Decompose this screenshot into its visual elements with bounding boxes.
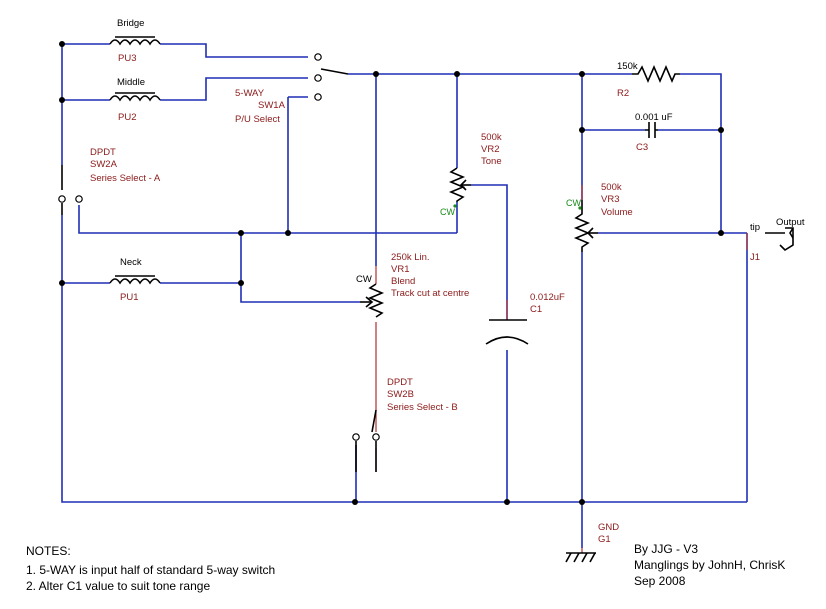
ground-symbol: GND G1 <box>565 522 619 563</box>
pickup-middle-ref: PU2 <box>118 112 136 123</box>
vr1-label-1: 250k Lin. <box>391 252 430 263</box>
sw2a-label-2: SW2A <box>90 159 118 170</box>
c1-ref: C1 <box>530 304 542 315</box>
jack-title: Output <box>776 217 805 228</box>
vr2-label-3: Tone <box>481 156 502 167</box>
credits-line-2: Manglings by JohnH, ChrisK <box>634 558 785 572</box>
ground-label-1: GND <box>598 522 619 533</box>
pot-vr2: CW 500k VR2 Tone <box>440 132 502 217</box>
notes: NOTES: 1. 5-WAY is input half of standar… <box>26 544 275 593</box>
vr3-label-1: 500k <box>601 182 622 193</box>
r2-ref: R2 <box>617 88 629 99</box>
vr2-cw: CW <box>440 207 455 217</box>
pot-vr1: CW 250k Lin. VR1 Blend Track cut at cent… <box>356 252 469 318</box>
notes-title: NOTES: <box>26 544 71 558</box>
wires <box>61 43 748 548</box>
pickup-bridge-ref: PU3 <box>118 53 136 64</box>
sw1a-label-3: P/U Select <box>235 114 280 125</box>
pot-vr3: CW 500k VR3 Volume <box>566 182 633 252</box>
capacitor-c1: 0.012uF C1 <box>485 292 565 345</box>
credits: By JJG - V3 Manglings by JohnH, ChrisK S… <box>634 542 785 588</box>
sw2b-label-1: DPDT <box>387 377 413 388</box>
sw2b-label-3: Series Select - B <box>387 402 458 413</box>
component-leads <box>375 185 748 553</box>
vr2-label-2: VR2 <box>481 144 499 155</box>
switch-sw2a: DPDT SW2A Series Select - A <box>58 147 161 215</box>
vr1-label-4: Track cut at centre <box>391 288 469 299</box>
vr3-label-2: VR3 <box>601 194 619 205</box>
jack-ref: J1 <box>750 252 760 263</box>
junctions <box>59 41 724 505</box>
vr2-label-1: 500k <box>481 132 502 143</box>
sw2a-label-1: DPDT <box>90 147 116 158</box>
pickup-neck-name: Neck <box>120 257 142 268</box>
pickup-bridge-name: Bridge <box>117 18 144 29</box>
c1-value: 0.012uF <box>530 292 565 303</box>
output-jack: tip Output J1 <box>750 217 805 263</box>
vr3-cw: CW <box>566 198 581 208</box>
pickup-neck: Neck PU1 <box>109 257 161 303</box>
credits-line-1: By JJG - V3 <box>634 542 698 556</box>
note-item: 1. 5-WAY is input half of standard 5-way… <box>26 563 275 577</box>
switch-sw1a: 5-WAY SW1A P/U Select <box>235 53 349 125</box>
credits-line-3: Sep 2008 <box>634 574 686 588</box>
vr3-label-3: Volume <box>601 207 633 218</box>
switch-sw2b: DPDT SW2B Series Select - B <box>352 377 458 472</box>
capacitor-c3: 0.001 uF C3 <box>635 112 673 153</box>
pickup-neck-ref: PU1 <box>120 292 138 303</box>
c3-ref: C3 <box>636 142 648 153</box>
sw2a-label-3: Series Select - A <box>90 173 161 184</box>
sw2b-label-2: SW2B <box>387 389 414 400</box>
sw1a-label-1: 5-WAY <box>235 88 265 99</box>
vr1-cw: CW <box>356 274 372 285</box>
sw1a-label-2: SW1A <box>258 100 286 111</box>
ground-label-2: G1 <box>598 534 611 545</box>
jack-tip: tip <box>750 222 760 233</box>
note-item: 2. Alter C1 value to suit tone range <box>26 579 210 593</box>
pickup-middle: Middle PU2 <box>109 77 161 123</box>
pickup-middle-name: Middle <box>117 77 145 88</box>
vr1-label-2: VR1 <box>391 264 409 275</box>
vr1-label-3: Blend <box>391 276 415 287</box>
pickup-bridge: Bridge PU3 <box>109 18 161 64</box>
r2-value: 150k <box>617 61 638 72</box>
resistor-r2: 150k R2 <box>617 61 680 99</box>
c3-value: 0.001 uF <box>635 112 673 123</box>
